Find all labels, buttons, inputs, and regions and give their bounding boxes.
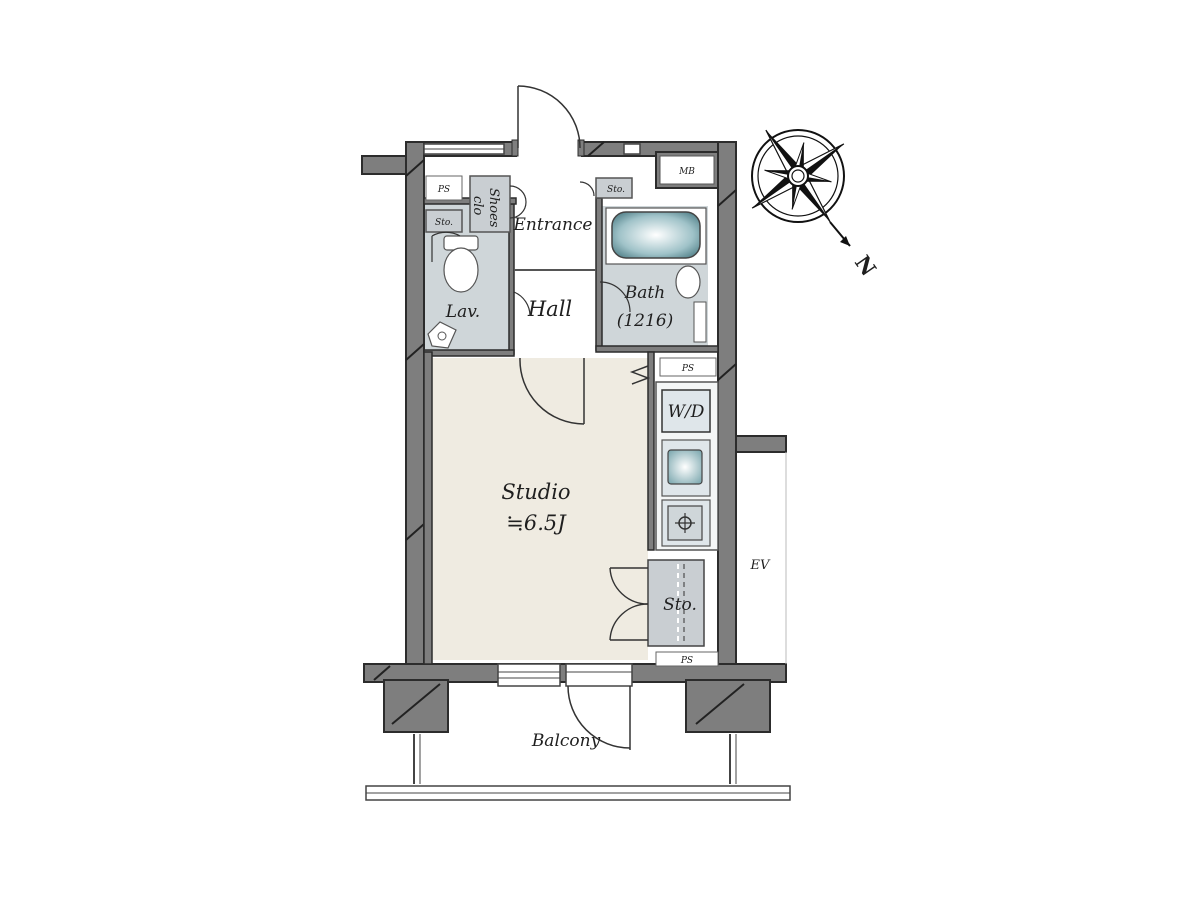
ps-label-topleft: PS — [437, 185, 450, 195]
entry-door — [517, 85, 581, 149]
balcony-door — [567, 685, 631, 750]
entry-door-frame-left — [511, 139, 519, 157]
ps-label-bottom: PS — [680, 656, 693, 666]
balcony-window — [497, 663, 561, 687]
elevator-label: EV — [750, 558, 771, 573]
bath-size: (1216) — [617, 311, 674, 331]
studio-closet — [647, 559, 705, 647]
compass-north-label: N — [850, 251, 881, 281]
wall-left — [405, 141, 425, 675]
compass-icon — [751, 129, 851, 247]
entry-door-frame-right — [577, 139, 585, 157]
hall-label: Hall — [527, 297, 572, 321]
studio-area: ≒6.5J — [506, 511, 567, 535]
closet-doors — [609, 567, 649, 641]
studio-door — [519, 357, 585, 425]
kitchen-sink — [667, 449, 703, 485]
studio-label: Studio — [501, 480, 570, 504]
bath-door-swing — [599, 281, 631, 313]
ps-shaft-topleft — [425, 175, 463, 201]
washer-dryer-label: W/D — [668, 402, 705, 422]
ps-shaft-bottom — [655, 651, 719, 667]
washer-dryer — [661, 389, 711, 433]
hall-door-swing — [513, 291, 531, 317]
balcony-door-frame — [565, 663, 633, 687]
shoes-closet — [469, 175, 511, 233]
storage-label-lav: Sto. — [435, 218, 453, 228]
entrance-label: Entrance — [513, 215, 593, 235]
studio-floor — [430, 358, 648, 660]
wall-bottom-right-pier — [685, 679, 771, 733]
wall-right-stub — [735, 435, 787, 453]
balcony-label: Balcony — [531, 731, 601, 751]
shoes-closet-label-1: Shoes — [486, 188, 501, 228]
shoes-closet-label-2: clo — [470, 196, 485, 215]
ps-label-mid: PS — [681, 364, 694, 374]
wall-right — [717, 141, 737, 675]
wall-notch — [623, 143, 641, 155]
bath-sink — [675, 265, 701, 299]
lavatory-label: Lav. — [445, 302, 480, 322]
storage-small-topright — [595, 177, 633, 199]
storage-label-topright: Sto. — [607, 185, 625, 195]
lav-door-swing — [431, 231, 461, 262]
hall-floor — [513, 272, 599, 352]
folding-door — [629, 365, 651, 385]
wall-hatching — [373, 141, 745, 725]
wall-bottom-left-pier — [383, 679, 449, 733]
lav-sink — [427, 321, 457, 349]
toilet-bowl — [443, 247, 479, 293]
meter-box-inner — [659, 155, 715, 185]
bath-counter — [693, 301, 707, 343]
closet-label: Sto. — [663, 595, 697, 615]
shoes-closet-door — [509, 185, 527, 203]
entrance-floor — [513, 152, 599, 268]
meter-box-label: MB — [678, 167, 695, 177]
bath-label: Bath — [624, 283, 665, 303]
partitions — [423, 197, 719, 665]
ps-shaft-mid — [659, 357, 717, 377]
bathtub — [611, 211, 701, 259]
